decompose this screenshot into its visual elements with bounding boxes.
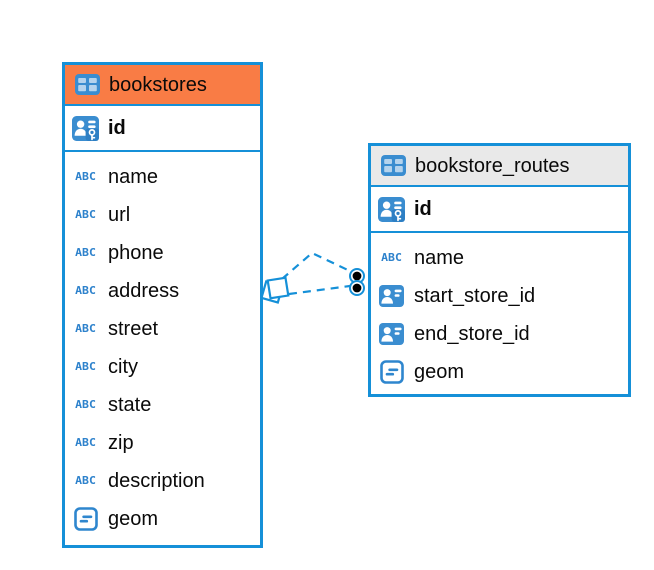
column-row[interactable]: ABC zip <box>72 424 253 462</box>
column-name: geom <box>108 508 159 530</box>
column-name: address <box>108 280 180 302</box>
column-name: phone <box>108 242 164 264</box>
table-bookstores[interactable]: bookstores id ABC name ABC url ABC phone <box>62 62 263 548</box>
relationship-dot-marker <box>349 268 365 296</box>
table-icon <box>381 155 406 176</box>
column-row[interactable]: end_store_id <box>378 315 621 353</box>
table-icon <box>75 74 100 95</box>
column-name: city <box>108 356 138 378</box>
column-row[interactable]: ABC name <box>378 239 621 277</box>
text-type-icon: ABC <box>75 283 96 297</box>
column-name: url <box>108 204 131 226</box>
column-row[interactable]: start_store_id <box>378 277 621 315</box>
table-title: bookstores <box>109 73 207 96</box>
column-row[interactable]: id <box>371 187 628 231</box>
column-row[interactable]: ABC name <box>72 158 253 196</box>
primary-key-section: id <box>371 187 628 233</box>
table-title: bookstore_routes <box>415 154 570 177</box>
column-name: name <box>414 247 465 269</box>
column-row[interactable]: geom <box>378 353 621 391</box>
column-name: end_store_id <box>414 323 530 345</box>
column-row[interactable]: ABC street <box>72 310 253 348</box>
text-type-icon: ABC <box>75 207 96 221</box>
column-name: id <box>414 198 432 220</box>
column-name: description <box>108 470 205 492</box>
table-bookstore-routes[interactable]: bookstore_routes id ABC name start_store… <box>368 143 631 397</box>
reference-icon <box>378 285 405 307</box>
text-type-icon: ABC <box>75 321 96 335</box>
table-header[interactable]: bookstore_routes <box>371 146 628 187</box>
text-type-icon: ABC <box>75 435 96 449</box>
table-header[interactable]: bookstores <box>65 65 260 106</box>
column-row[interactable]: ABC state <box>72 386 253 424</box>
text-type-icon: ABC <box>75 245 96 259</box>
column-row[interactable]: id <box>65 106 260 150</box>
text-type-icon: ABC <box>381 250 402 264</box>
relationship-edge[interactable] <box>281 251 353 296</box>
primary-key-icon <box>378 196 405 222</box>
column-row[interactable]: ABC phone <box>72 234 253 272</box>
text-type-icon: ABC <box>75 169 96 183</box>
geometry-type-icon <box>72 507 99 531</box>
text-type-icon: ABC <box>75 473 96 487</box>
text-type-icon: ABC <box>75 359 96 373</box>
columns-section: ABC name ABC url ABC phone ABC address A… <box>65 152 260 538</box>
column-name: geom <box>414 361 465 383</box>
geometry-type-icon <box>378 360 405 384</box>
relationship-diamond-marker <box>260 276 290 304</box>
column-name: zip <box>108 432 134 454</box>
column-row[interactable]: geom <box>72 500 253 538</box>
text-type-icon: ABC <box>75 397 96 411</box>
column-row[interactable]: ABC description <box>72 462 253 500</box>
column-name: start_store_id <box>414 285 536 307</box>
column-name: state <box>108 394 152 416</box>
column-name: id <box>108 117 126 139</box>
primary-key-icon <box>72 115 99 141</box>
column-row[interactable]: ABC address <box>72 272 253 310</box>
primary-key-section: id <box>65 106 260 152</box>
column-name: street <box>108 318 159 340</box>
column-row[interactable]: ABC url <box>72 196 253 234</box>
column-row[interactable]: ABC city <box>72 348 253 386</box>
reference-icon <box>378 323 405 345</box>
columns-section: ABC name start_store_id end_store_id geo… <box>371 233 628 391</box>
column-name: name <box>108 166 159 188</box>
